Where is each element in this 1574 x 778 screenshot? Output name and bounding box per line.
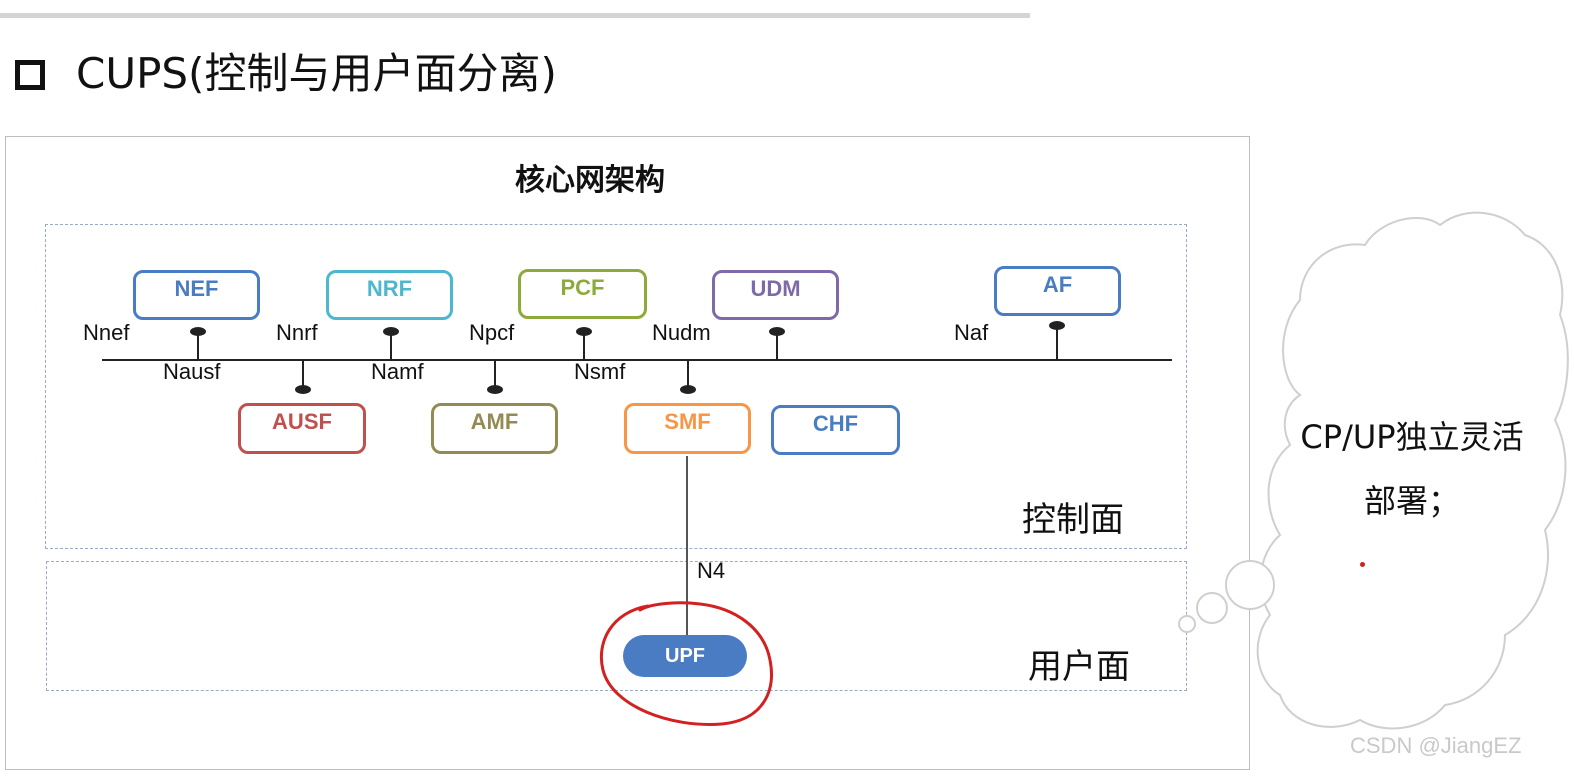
callout-text: CP/UP独立灵活 部署； bbox=[1282, 405, 1542, 533]
interface-label-naf: Naf bbox=[954, 320, 989, 345]
pcf-stub bbox=[583, 332, 585, 360]
interface-label-npcf: Npcf bbox=[469, 320, 515, 345]
red-dot-mark bbox=[1360, 562, 1365, 567]
nf-box-nef: NEF bbox=[133, 270, 260, 320]
thought-bubble-medium bbox=[1196, 592, 1228, 624]
nf-box-af: AF bbox=[994, 266, 1121, 316]
af-stub bbox=[1056, 327, 1058, 360]
diagram-title: 核心网架构 bbox=[515, 163, 665, 198]
interface-label-nausf: Nausf bbox=[163, 359, 221, 384]
bullet-square-icon bbox=[15, 60, 45, 90]
smf-stub bbox=[687, 361, 689, 388]
nef-lollipop bbox=[190, 327, 206, 336]
ausf-stub bbox=[302, 361, 304, 388]
nf-box-amf: AMF bbox=[431, 403, 558, 454]
control-plane-label: 控制面 bbox=[1022, 500, 1124, 540]
callout-line-1: CP/UP独立灵活 bbox=[1300, 418, 1524, 456]
callout-line-2: 部署； bbox=[1363, 482, 1460, 520]
red-highlight-circle bbox=[600, 601, 773, 726]
smf-lollipop bbox=[680, 385, 696, 394]
control-plane-region bbox=[45, 224, 1187, 549]
nef-stub bbox=[197, 332, 199, 360]
watermark: CSDN @JiangEZ bbox=[1350, 733, 1522, 758]
nf-box-nrf: NRF bbox=[326, 270, 453, 320]
thought-bubble-large bbox=[1225, 560, 1275, 610]
nrf-lollipop bbox=[383, 327, 399, 336]
upf-node: UPF bbox=[623, 635, 747, 677]
interface-label-nudm: Nudm bbox=[652, 320, 711, 345]
service-bus bbox=[102, 359, 1172, 361]
user-plane-label: 用户面 bbox=[1028, 647, 1130, 687]
nf-box-pcf: PCF bbox=[518, 269, 647, 319]
nf-box-ausf: AUSF bbox=[238, 403, 366, 454]
interface-label-nsmf: Nsmf bbox=[574, 359, 626, 384]
interface-label-nnrf: Nnrf bbox=[276, 320, 318, 345]
amf-stub bbox=[494, 361, 496, 388]
af-lollipop bbox=[1049, 321, 1065, 330]
interface-label-namf: Namf bbox=[371, 359, 424, 384]
ausf-lollipop bbox=[295, 385, 311, 394]
udm-stub bbox=[776, 332, 778, 360]
nf-box-smf: SMF bbox=[624, 403, 751, 454]
nrf-stub bbox=[390, 332, 392, 360]
n4-label: N4 bbox=[697, 558, 726, 583]
nf-box-chf: CHF bbox=[771, 405, 900, 455]
thought-bubble-small bbox=[1178, 615, 1196, 633]
nf-box-udm: UDM bbox=[712, 270, 839, 320]
amf-lollipop bbox=[487, 385, 503, 394]
udm-lollipop bbox=[769, 327, 785, 336]
pcf-lollipop bbox=[576, 327, 592, 336]
top-divider bbox=[0, 13, 1030, 18]
interface-label-nnef: Nnef bbox=[83, 320, 130, 345]
slide-title: CUPS(控制与用户面分离) bbox=[76, 49, 557, 98]
n4-link bbox=[686, 456, 688, 642]
